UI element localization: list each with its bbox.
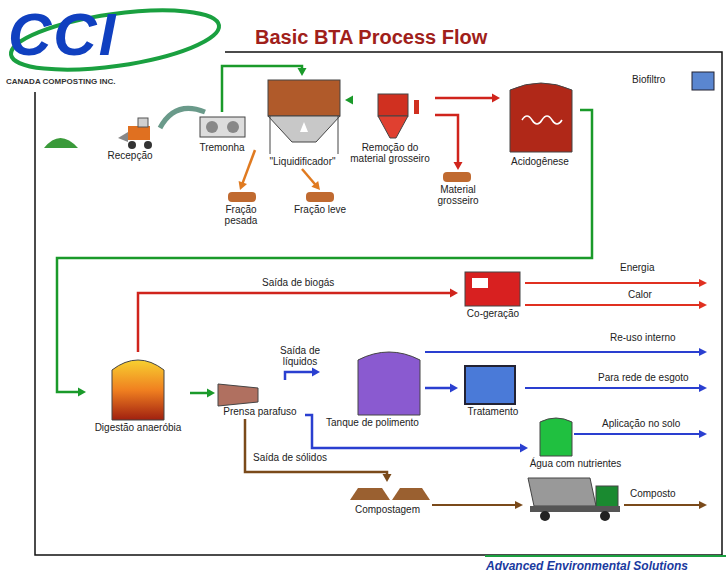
stage-label: Remoção do material grosseiro <box>345 142 435 164</box>
flow-label: Energia <box>620 262 654 273</box>
flow-connector <box>305 415 528 453</box>
flow-connector <box>302 169 320 190</box>
process-stage: Prensa parafuso <box>215 380 305 419</box>
flow-connector <box>57 110 592 397</box>
stage-label: Compostagem <box>345 504 430 515</box>
stage-label: Fração leve <box>290 204 350 215</box>
flow-connector <box>222 66 307 112</box>
flow-connector <box>435 115 463 170</box>
stage-label: Tratamento <box>458 406 528 417</box>
process-stage: Tremonha <box>192 112 252 155</box>
flow-connector <box>245 419 392 482</box>
edge-label: Saída de líquidos <box>276 345 324 367</box>
stage-label: Água com nutrientes <box>528 458 623 469</box>
flow-label: Aplicação no solo <box>602 418 680 429</box>
stage-label: Acidogênese <box>500 156 580 167</box>
edge-label: Saída de biogás <box>262 277 334 288</box>
flow-connector <box>138 289 458 353</box>
process-stage: Acidogênese <box>500 76 580 169</box>
flow-connector <box>190 389 215 398</box>
process-stage: Co-geração <box>458 270 528 321</box>
stage-label: Recepção <box>98 150 162 161</box>
stage-label: Tremonha <box>192 142 252 153</box>
process-stage: Digestão anaeróbia <box>86 352 190 435</box>
process-stage: Tanque de polimento <box>320 345 425 430</box>
process-stage: Material grosseiro <box>432 170 484 208</box>
stage-label: "Liquidificador" <box>255 156 350 167</box>
process-stage: Fração pesada <box>210 190 272 228</box>
flow-connector <box>239 150 255 190</box>
stage-label: Co-geração <box>458 308 528 319</box>
flow-label: CANADA COMPOSTING INC. <box>6 78 115 87</box>
flow-label: Para rede de esgoto <box>598 372 689 383</box>
process-stage: Tratamento <box>458 362 528 419</box>
flow-label: Composto <box>630 488 676 499</box>
stage-label: Prensa parafuso <box>215 406 305 417</box>
process-stage: Fração leve <box>290 190 350 217</box>
flow-label: Advanced Environmental Solutions <box>486 560 688 573</box>
logo-text: CCI <box>8 2 117 68</box>
process-stage: Remoção do material grosseiro <box>345 90 435 166</box>
process-stage: "Liquidificador" <box>255 76 350 169</box>
stage-label: Biofiltro <box>632 74 690 85</box>
flow-connector <box>435 94 500 103</box>
stage-label: Tanque de polimento <box>320 417 425 428</box>
stage-label: Digestão anaeróbia <box>86 422 190 433</box>
stage-label: Material grosseiro <box>432 184 484 206</box>
process-stage: Compostagem <box>345 482 430 517</box>
stage-label: Fração pesada <box>210 204 272 226</box>
flow-label: Calor <box>628 289 652 300</box>
flow-connector <box>425 384 458 393</box>
flow-connector <box>345 96 353 105</box>
diagram-title: Basic BTA Process Flow <box>255 26 487 48</box>
process-stage: Biofiltro <box>632 70 720 92</box>
process-stage: Recepção <box>98 118 162 163</box>
flow-label: Re-uso interno <box>610 332 676 343</box>
flow-connector <box>285 368 320 381</box>
edge-label: Saída de sólidos <box>253 452 327 463</box>
